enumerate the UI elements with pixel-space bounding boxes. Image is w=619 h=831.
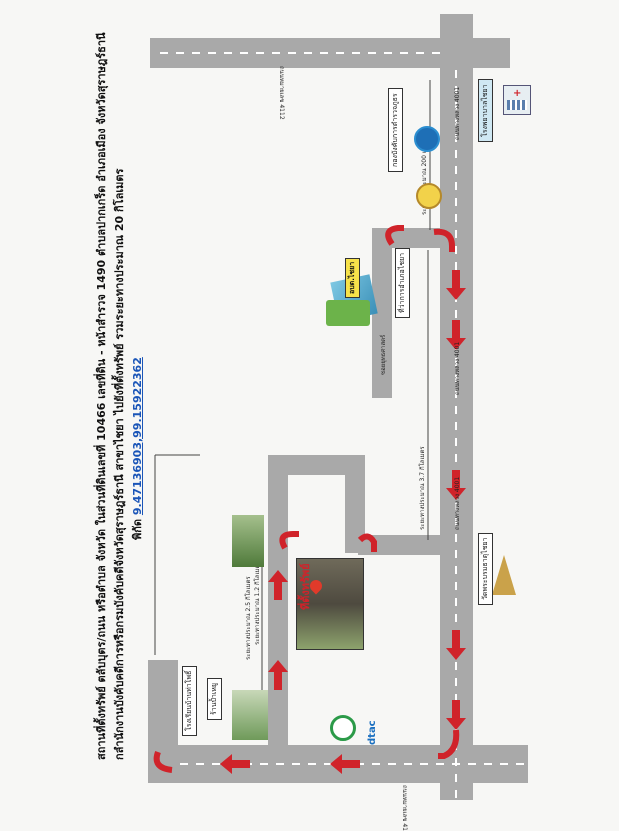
dtac-logo: dtac (367, 720, 378, 745)
property-title: ที่ตั้งทรัพย์ (299, 563, 312, 610)
office-label: อบต.ไชยา (345, 257, 360, 298)
road-left-vertical (148, 660, 178, 783)
temple-label: วัดพระบรมธาตุไชยา (478, 532, 493, 605)
police-emblem-icon (414, 126, 440, 152)
arrow-left-2 (220, 754, 250, 774)
police-label: กองบังคับการตำรวจภูธร (388, 88, 403, 172)
district-office-label: ที่ว่าการอำเภอไชยา (395, 247, 410, 318)
header-line-1: สถานที่ตั้งทรัพย์ ตลับบุตร/ถนน หรือตำบล … (95, 32, 108, 760)
property-photo (296, 558, 364, 650)
road-label-4001-mid: ถนนทางหลวง 4001 (454, 341, 461, 395)
road-label-4112: ถนนหมายเลข 4112 (278, 66, 285, 120)
arrow-down-1 (446, 270, 466, 300)
turn-arrow-bottom-left (153, 750, 173, 773)
header-line-2: กลำนักงานบังคับคดีการหรือกรมบังคับคดีจัง… (113, 168, 126, 760)
hospital-icon: + (503, 85, 531, 115)
coordinates-link[interactable]: 9.47136903,99.15922362 (131, 357, 144, 516)
government-seal-icon (416, 183, 442, 209)
direction-arrows (220, 270, 466, 774)
shop-label: ร้านป้ำเหยู (207, 678, 222, 720)
school-label: โรงเรียนบ้านท่าโพธิ์ (182, 665, 197, 736)
road-label-4001-top: ถนนทางหลวง 4001 (454, 86, 461, 140)
road-soi-vertical (372, 228, 392, 398)
arrow-left-1 (330, 754, 360, 774)
arrow-down-2 (446, 320, 466, 350)
temple-icon (492, 555, 516, 600)
road-label-41: ถนนหมายเลข 41 (401, 785, 408, 831)
arrow-down-4 (446, 630, 466, 660)
road-property-vertical (268, 455, 288, 755)
road-property-top (268, 455, 363, 475)
distance-label-37: ระยะทางประมาณ 3.7 กิโลเมตร (419, 446, 426, 530)
turn-arrow-property (357, 533, 377, 552)
turn-arrow-top-left (279, 531, 299, 550)
map-page: สถานที่ตั้งทรัพย์ ตลับบุตร/ถนน หรือตำบล … (95, 14, 531, 831)
hospital-label: โรงพยาบาลไชยา (478, 79, 493, 142)
road-label-soi: ซอยยุทธศาสตร์ (380, 334, 387, 375)
road-network (148, 14, 528, 800)
road-branch-property (358, 535, 440, 555)
ptt-logo (330, 715, 356, 741)
road-label-4001-low: ถนนทางหลวง 4001 (454, 476, 461, 530)
coordinates-label: พิกัด (131, 518, 144, 540)
coordinates: พิกัด 9.47136903,99.15922362 (128, 357, 146, 540)
road-property-connector (345, 455, 365, 553)
distance-label-12: ระยะทางประมาณ 1.2 กิโลเมตร (254, 561, 261, 645)
arrow-down-5 (446, 700, 466, 730)
photo-field-bottom (232, 690, 268, 740)
turn-arrow-bottom-right (438, 729, 460, 759)
arrow-up-2 (268, 570, 288, 600)
arrow-down-3 (446, 470, 466, 500)
building-lawn (326, 300, 370, 326)
arrow-up-1 (268, 660, 288, 690)
turn-arrow-top (433, 228, 455, 252)
turn-arrow-soi (385, 225, 404, 246)
photo-tree-top (232, 515, 264, 567)
